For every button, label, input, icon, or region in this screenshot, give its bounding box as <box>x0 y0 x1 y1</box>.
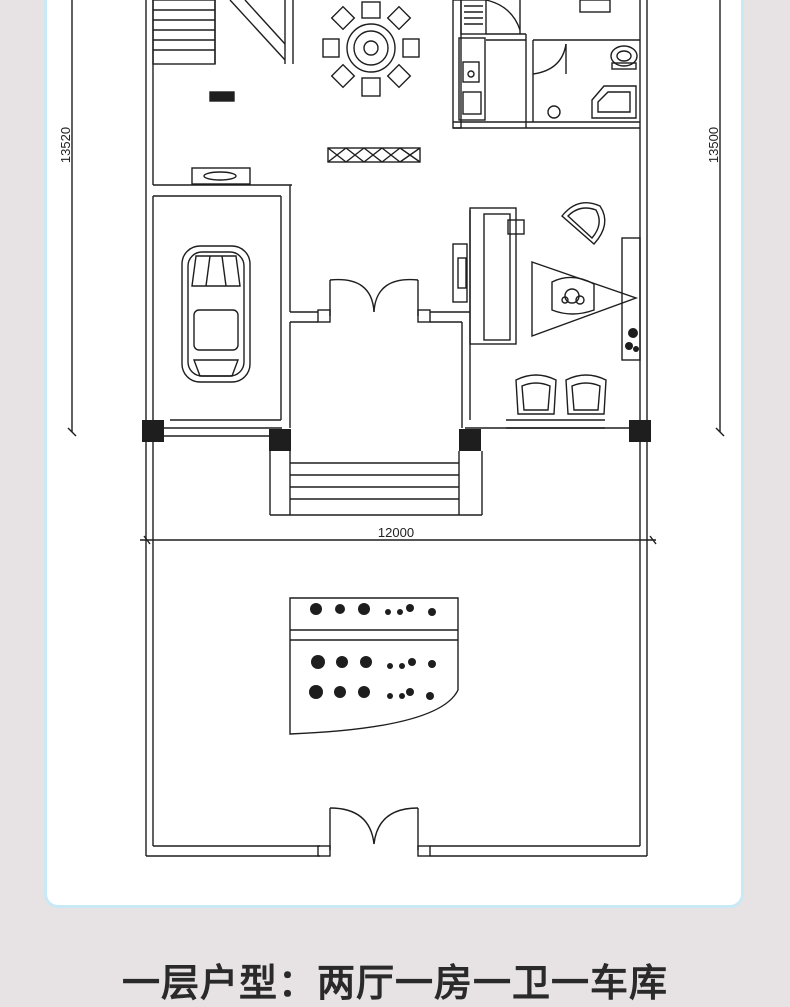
garage <box>152 185 291 428</box>
armchair-icon <box>515 202 641 415</box>
kitchen <box>452 0 640 129</box>
shrub-icons <box>309 603 436 700</box>
bathroom <box>532 39 640 122</box>
columns <box>142 420 651 451</box>
dining-table-icon <box>322 1 420 97</box>
coffee-table-icon <box>531 261 639 338</box>
dim-right-height: 13500 <box>706 127 721 163</box>
front-steps <box>269 451 483 516</box>
dim-left-height: 13520 <box>58 127 73 163</box>
planter-icon <box>289 597 459 735</box>
sink-icon <box>547 105 561 119</box>
tv-stand-icon <box>191 167 251 185</box>
cabinet-icon <box>209 91 235 102</box>
entrance-hall <box>290 210 471 428</box>
plan-card <box>44 0 744 908</box>
gate-swing-icon <box>317 807 431 857</box>
dim-width: 12000 <box>378 525 414 540</box>
door-swing-icon <box>317 278 431 323</box>
dimension-lines <box>67 0 725 545</box>
stairs <box>152 0 294 65</box>
car-icon <box>181 245 251 383</box>
sofa-icon <box>452 207 525 345</box>
toilet-icon <box>610 45 638 70</box>
floor-caption: 一层户型：两厅一房一卫一车库 <box>121 961 668 1005</box>
sideboard-icon <box>327 147 421 163</box>
bathtub-icon <box>591 85 637 119</box>
outer-walls <box>145 0 648 437</box>
terrace-courtyard <box>145 442 648 857</box>
plant-icon <box>625 328 639 352</box>
